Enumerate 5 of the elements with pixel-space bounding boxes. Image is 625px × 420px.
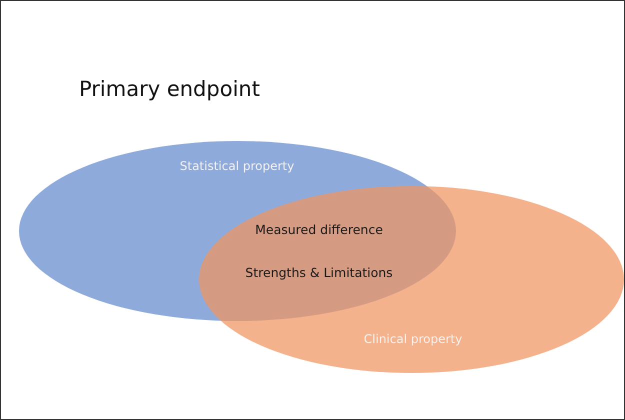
slide-title: Primary endpoint: [79, 77, 260, 101]
overlap-label: Measured difference: [255, 222, 383, 237]
overlap-label: Strengths & Limitations: [245, 265, 393, 280]
set-label: Clinical property: [364, 332, 462, 346]
set-label: Statistical property: [180, 159, 294, 173]
